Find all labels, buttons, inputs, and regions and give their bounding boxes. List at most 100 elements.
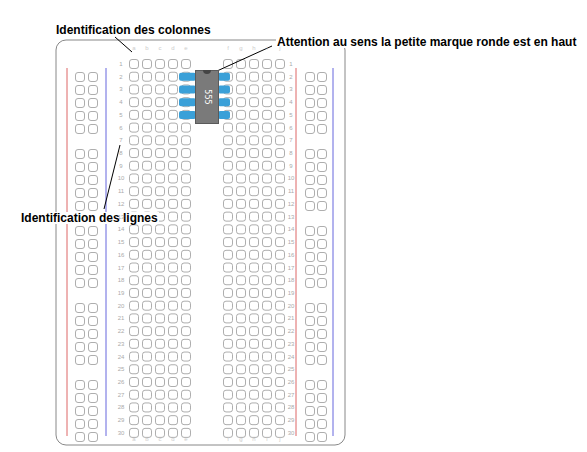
hole bbox=[130, 72, 139, 81]
row-number: 2 bbox=[289, 74, 292, 80]
column-letter: e bbox=[184, 45, 187, 51]
hole bbox=[130, 301, 139, 310]
hole bbox=[143, 314, 152, 323]
hole bbox=[237, 250, 246, 259]
hole bbox=[318, 112, 327, 121]
hole bbox=[263, 85, 272, 94]
hole bbox=[89, 99, 98, 108]
hole bbox=[237, 416, 246, 425]
row-number: 25 bbox=[288, 366, 295, 372]
row-number: 13 bbox=[288, 214, 295, 220]
hole bbox=[156, 174, 165, 183]
hole bbox=[156, 276, 165, 285]
hole bbox=[263, 60, 272, 69]
hole bbox=[306, 227, 315, 236]
hole bbox=[318, 279, 327, 288]
hole bbox=[276, 339, 285, 348]
hole bbox=[143, 339, 152, 348]
hole bbox=[76, 99, 85, 108]
hole bbox=[306, 317, 315, 326]
hole bbox=[169, 365, 178, 374]
hole bbox=[306, 163, 315, 172]
hole bbox=[263, 352, 272, 361]
hole bbox=[250, 187, 259, 196]
hole bbox=[237, 390, 246, 399]
hole bbox=[276, 314, 285, 323]
column-letter: i bbox=[266, 436, 267, 442]
column-letter: d bbox=[171, 436, 174, 442]
hole bbox=[276, 403, 285, 412]
row-number: 5 bbox=[119, 112, 122, 118]
hole bbox=[306, 356, 315, 365]
hole bbox=[224, 378, 233, 387]
hole bbox=[182, 225, 191, 234]
hole bbox=[130, 314, 139, 323]
hole bbox=[224, 288, 233, 297]
hole bbox=[76, 73, 85, 82]
hole bbox=[306, 381, 315, 390]
hole bbox=[276, 378, 285, 387]
column-letter: i bbox=[266, 45, 267, 51]
chip-pin bbox=[218, 73, 230, 81]
hole bbox=[237, 288, 246, 297]
hole bbox=[130, 225, 139, 234]
hole bbox=[224, 212, 233, 221]
column-letter: f bbox=[227, 436, 229, 442]
hole bbox=[169, 60, 178, 69]
hole bbox=[224, 187, 233, 196]
hole bbox=[250, 199, 259, 208]
hole bbox=[306, 253, 315, 262]
hole bbox=[263, 212, 272, 221]
hole bbox=[156, 110, 165, 119]
hole bbox=[250, 403, 259, 412]
hole bbox=[224, 314, 233, 323]
hole bbox=[89, 407, 98, 416]
hole bbox=[143, 238, 152, 247]
hole bbox=[318, 330, 327, 339]
hole bbox=[89, 279, 98, 288]
hole bbox=[237, 365, 246, 374]
row-number: 1 bbox=[289, 61, 292, 67]
hole bbox=[237, 72, 246, 81]
hole bbox=[224, 263, 233, 272]
hole bbox=[143, 98, 152, 107]
hole bbox=[143, 225, 152, 234]
hole bbox=[156, 225, 165, 234]
hole bbox=[306, 240, 315, 249]
hole bbox=[306, 86, 315, 95]
hole bbox=[250, 174, 259, 183]
hole bbox=[318, 381, 327, 390]
row-number: 10 bbox=[288, 175, 295, 181]
hole bbox=[276, 327, 285, 336]
hole bbox=[89, 381, 98, 390]
hole bbox=[182, 187, 191, 196]
hole bbox=[306, 73, 315, 82]
hole bbox=[318, 317, 327, 326]
hole bbox=[250, 136, 259, 145]
hole bbox=[143, 327, 152, 336]
hole bbox=[250, 314, 259, 323]
row-number: 25 bbox=[118, 366, 125, 372]
hole bbox=[169, 136, 178, 145]
hole bbox=[237, 60, 246, 69]
hole bbox=[89, 240, 98, 249]
hole bbox=[224, 339, 233, 348]
hole bbox=[156, 149, 165, 158]
row-number: 26 bbox=[118, 379, 125, 385]
hole bbox=[169, 403, 178, 412]
column-letter: h bbox=[252, 436, 255, 442]
hole bbox=[250, 301, 259, 310]
hole bbox=[89, 433, 98, 442]
hole bbox=[143, 161, 152, 170]
hole bbox=[318, 73, 327, 82]
hole bbox=[237, 339, 246, 348]
hole bbox=[143, 390, 152, 399]
hole bbox=[250, 123, 259, 132]
hole bbox=[130, 136, 139, 145]
hole bbox=[263, 187, 272, 196]
row-number: 17 bbox=[118, 265, 125, 271]
hole bbox=[224, 136, 233, 145]
hole bbox=[76, 407, 85, 416]
hole bbox=[318, 240, 327, 249]
hole bbox=[250, 72, 259, 81]
